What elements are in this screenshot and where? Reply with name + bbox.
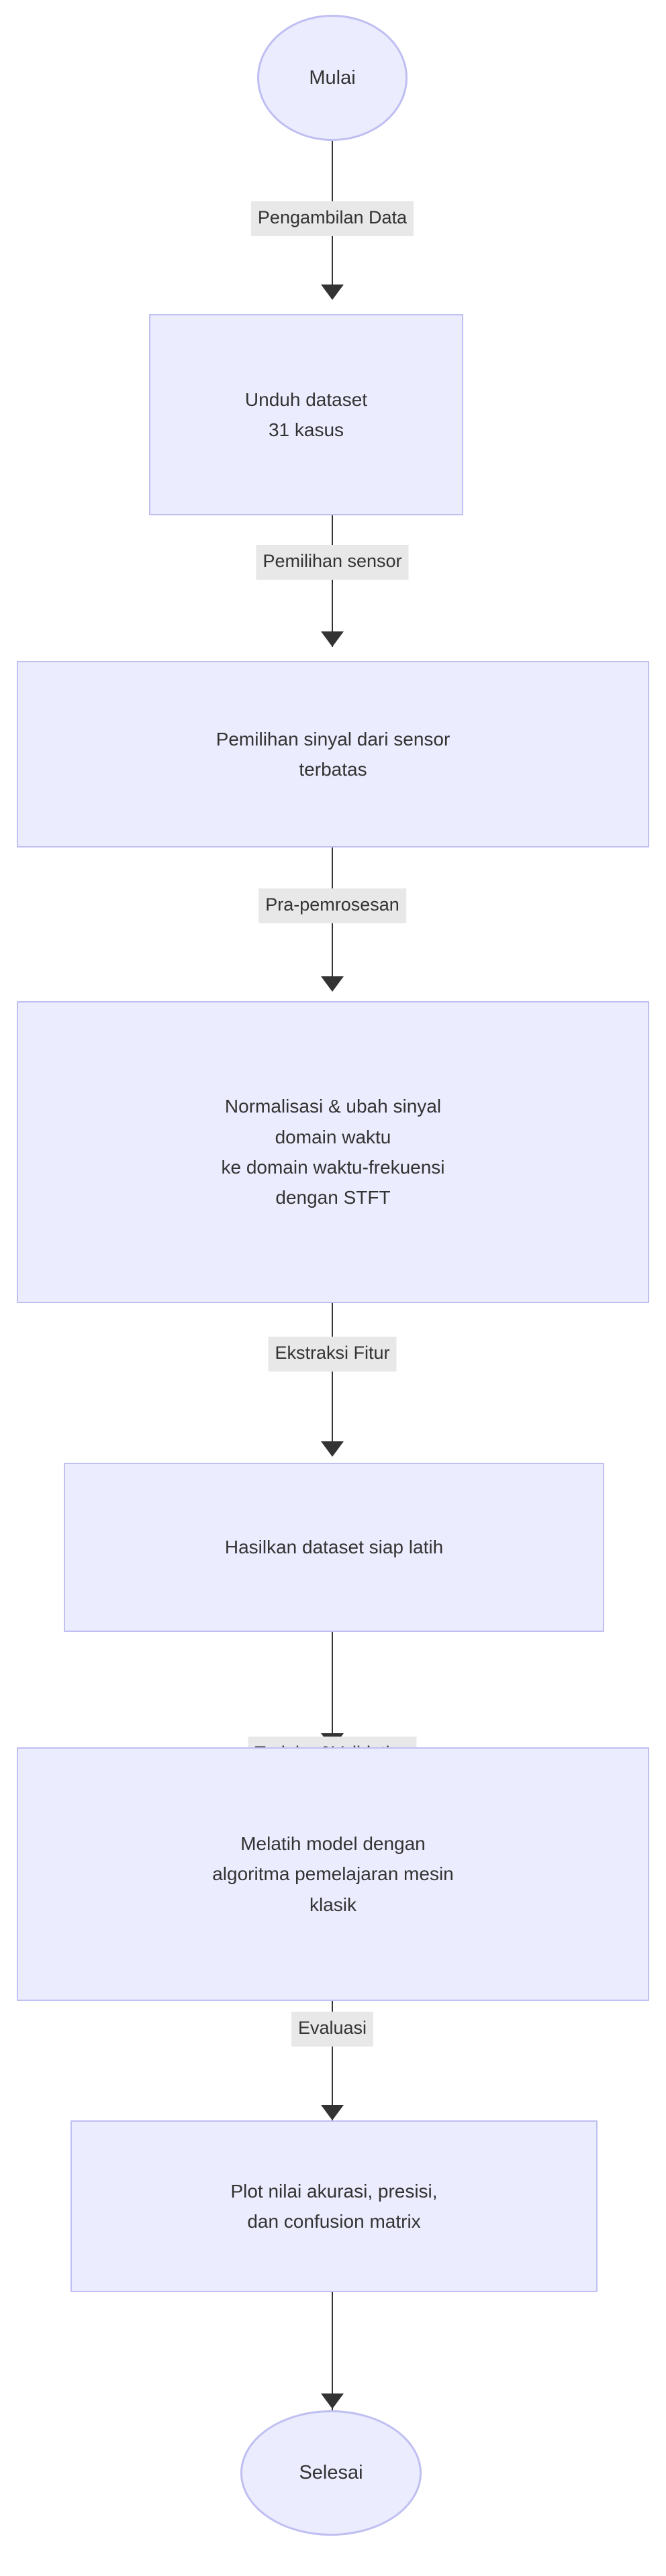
- node-end-selesai[interactable]: Selesai: [240, 2410, 422, 2536]
- arrowhead-to-end: [321, 2393, 344, 2409]
- edge-download-to-signal: [332, 515, 333, 647]
- node-melatih-model[interactable]: Melatih model dengan algoritma pemelajar…: [17, 1747, 649, 2001]
- node-pemilihan-sinyal-line1: Pemilihan sinyal dari sensor: [216, 728, 450, 750]
- node-start-label: Mulai: [309, 66, 356, 89]
- node-dataset-siap-latih[interactable]: Hasilkan dataset siap latih: [64, 1463, 604, 1632]
- arrowhead-to-preprocess: [321, 976, 344, 992]
- node-melatih-model-line3: klasik: [309, 1894, 356, 1915]
- edge-train-to-plot: [332, 2001, 333, 2122]
- arrowhead-to-signal: [321, 631, 344, 647]
- edge-dataset-to-train: [332, 1632, 333, 1749]
- arrowhead-to-dataset: [321, 1441, 344, 1457]
- arrowhead-to-download: [321, 285, 344, 300]
- node-melatih-model-line1: Melatih model dengan: [240, 1833, 426, 1854]
- node-plot-evaluasi-line2: dan confusion matrix: [247, 2211, 421, 2232]
- node-pemilihan-sinyal[interactable]: Pemilihan sinyal dari sensor terbatas: [17, 661, 649, 847]
- node-normalisasi-stft-line3: ke domain waktu-frekuensi: [221, 1157, 445, 1178]
- edge-preprocess-to-dataset: [332, 1303, 333, 1447]
- edge-label-pra-pemrosesan: Pra-pemrosesan: [258, 888, 406, 923]
- node-plot-evaluasi[interactable]: Plot nilai akurasi, presisi, dan confusi…: [70, 2120, 598, 2292]
- edge-label-pengambilan-data: Pengambilan Data: [250, 201, 414, 236]
- node-normalisasi-stft-line4: dengan STFT: [275, 1187, 391, 1208]
- node-unduh-dataset-line2: 31 kasus: [268, 419, 344, 440]
- node-normalisasi-stft[interactable]: Normalisasi & ubah sinyal domain waktu k…: [17, 1001, 649, 1303]
- node-start-mulai[interactable]: Mulai: [257, 15, 408, 141]
- edge-label-ekstraksi-fitur: Ekstraksi Fitur: [268, 1337, 397, 1372]
- node-unduh-dataset-line1: Unduh dataset: [244, 389, 368, 410]
- node-melatih-model-line2: algoritma pemelajaran mesin: [212, 1863, 454, 1885]
- node-unduh-dataset[interactable]: Unduh dataset 31 kasus: [149, 314, 463, 515]
- arrowhead-to-plot: [321, 2105, 344, 2120]
- edge-label-evaluasi: Evaluasi: [291, 2012, 374, 2047]
- node-pemilihan-sinyal-line2: terbatas: [299, 759, 367, 780]
- edge-plot-to-end: [332, 2292, 333, 2413]
- node-plot-evaluasi-line1: Plot nilai akurasi, presisi,: [230, 2180, 438, 2202]
- node-normalisasi-stft-line1: Normalisasi & ubah sinyal: [224, 1096, 442, 1117]
- edge-label-pemilihan-sensor: Pemilihan sensor: [256, 545, 409, 580]
- node-dataset-siap-latih-line1: Hasilkan dataset siap latih: [224, 1537, 444, 1558]
- node-end-label: Selesai: [299, 2462, 363, 2483]
- node-normalisasi-stft-line2: domain waktu: [275, 1126, 391, 1147]
